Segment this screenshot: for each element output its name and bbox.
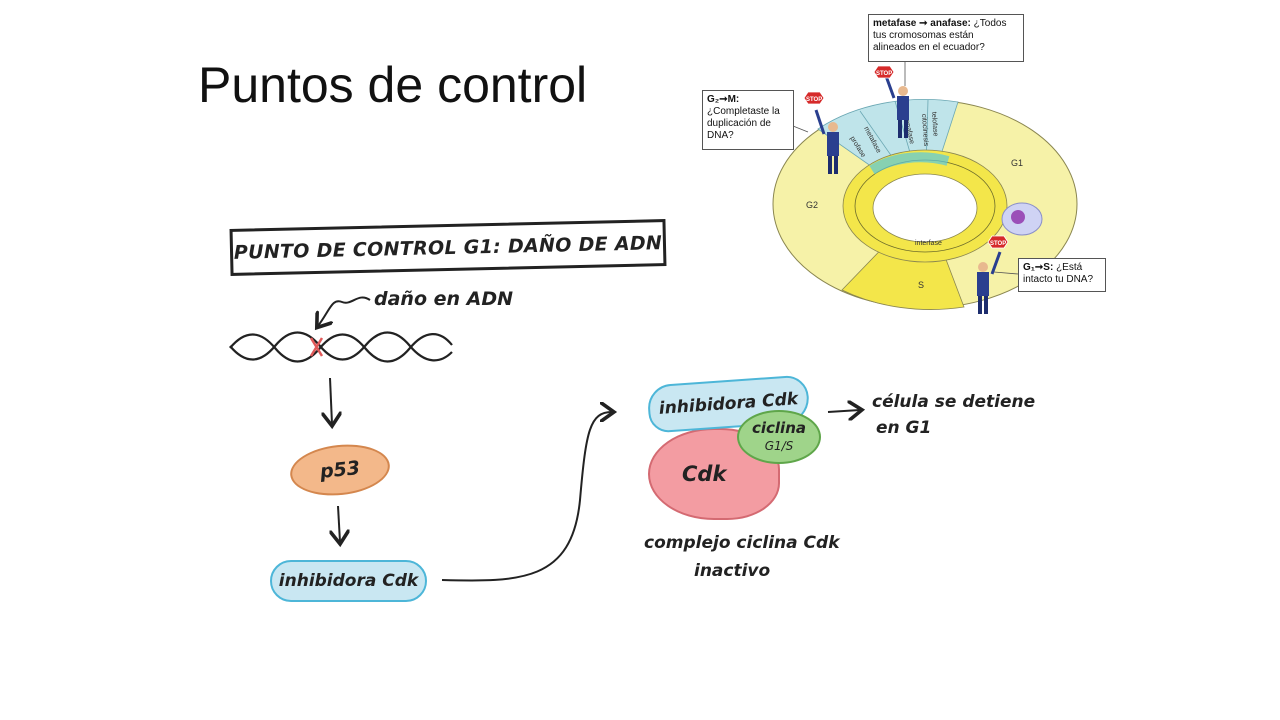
cdk-label: Cdk bbox=[682, 462, 727, 486]
dna-strand-1 bbox=[229, 333, 453, 363]
arrow-dna-to-p53 bbox=[330, 377, 332, 424]
cell-nucleus-icon bbox=[1011, 210, 1025, 224]
note-g1s: G₁➞S: ¿Está intacto tu DNA? bbox=[1018, 258, 1106, 292]
note-pointer-g1s bbox=[993, 271, 1019, 275]
cell-cycle-illustration: G1 G2 S interfase metafase profase anafa… bbox=[772, 62, 1078, 314]
officer-g1s-icon bbox=[977, 251, 1002, 314]
slide-title: Puntos de control bbox=[198, 57, 588, 113]
damage-pointer-arrow bbox=[318, 296, 371, 326]
stop-sign-g2m-text: STOP bbox=[806, 97, 822, 103]
p53-label: p53 bbox=[318, 456, 362, 484]
dna-damage-mark bbox=[309, 337, 324, 357]
cycle-inner-mitosis-band bbox=[869, 152, 950, 175]
stop-sign-g1s-text: STOP bbox=[990, 241, 1006, 247]
note-g1s-text: ¿Está intacto tu DNA? bbox=[1023, 262, 1094, 285]
cycle-label-g1: G1 bbox=[1011, 158, 1023, 168]
outcome-line1: célula se detiene bbox=[872, 392, 1036, 412]
arrow-complex-to-outcome bbox=[827, 410, 860, 412]
note-metaphase-title: metafase ➞ anafase: bbox=[873, 18, 971, 29]
dna-strand-2 bbox=[229, 331, 453, 362]
cdk-inhibitor-blob: inhibidora Cdk bbox=[270, 560, 427, 602]
dna-damage-label: daño en ADN bbox=[374, 288, 514, 310]
mitosis-label-telofase: telofase bbox=[930, 112, 939, 137]
outcome-line2: en G1 bbox=[876, 418, 932, 438]
note-metaphase-text: ¿Todos tus cromosomas están alineados en… bbox=[873, 18, 1007, 53]
cyclin-phase-label: G1/S bbox=[764, 439, 794, 453]
complex-caption-line2: inactivo bbox=[694, 561, 771, 581]
officer-metaphase-icon bbox=[884, 75, 909, 138]
cycle-label-s: S bbox=[918, 280, 924, 290]
cycle-label-g2: G2 bbox=[806, 200, 818, 210]
arrow-p53-to-inhibitor bbox=[338, 505, 340, 542]
cdk-inhibitor-label: inhibidora Cdk bbox=[278, 571, 419, 591]
note-g2m-title: G₂➞M: bbox=[707, 94, 740, 105]
cycle-hole bbox=[872, 173, 978, 243]
note-pointer-g2m bbox=[792, 125, 809, 133]
officer-g2m-icon bbox=[814, 109, 839, 174]
stop-sign-g2m-icon: STOP bbox=[803, 91, 825, 105]
cdk-blob: Cdk bbox=[648, 428, 780, 520]
complex-caption-line1: complejo ciclina Cdk bbox=[644, 533, 840, 553]
stop-sign-g1s-icon: STOP bbox=[987, 235, 1009, 249]
stop-sign-metaphase-text: STOP bbox=[876, 71, 892, 77]
note-g2m-text: ¿Completaste la duplicación de DNA? bbox=[707, 106, 780, 141]
note-g2m: G₂➞M: ¿Completaste la duplicación de DNA… bbox=[702, 90, 794, 150]
cyclin-blob: ciclina G1/S bbox=[737, 410, 821, 464]
cyclin-label: ciclina bbox=[751, 419, 806, 437]
stop-sign-metaphase-icon: STOP bbox=[873, 65, 895, 79]
arrow-inhibitor-to-complex bbox=[441, 412, 612, 582]
note-metaphase: metafase ➞ anafase: ¿Todos tus cromosoma… bbox=[868, 14, 1024, 62]
note-g1s-title: G₁➞S: bbox=[1023, 262, 1054, 273]
mitosis-label-citocinesis: citocinesis bbox=[920, 114, 929, 147]
cycle-label-interfase: interfase bbox=[915, 240, 942, 247]
